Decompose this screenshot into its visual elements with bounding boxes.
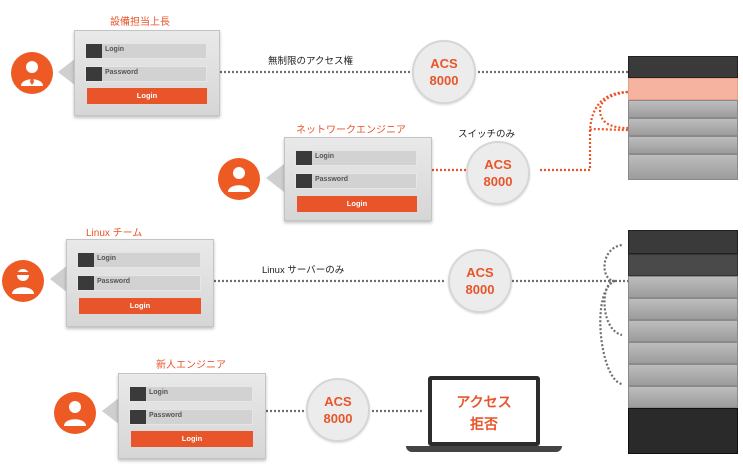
- role-title-manager: 設備担当上長: [110, 17, 170, 28]
- lock-icon: [86, 67, 102, 81]
- login-button[interactable]: Login: [87, 88, 207, 104]
- laptop-icon: アクセス 拒否: [428, 376, 540, 446]
- role-title-new: 新人エンジニア: [156, 360, 226, 371]
- user-icon: [86, 44, 102, 58]
- login-panel-new: Login Password Login: [118, 373, 266, 459]
- login-field[interactable]: Login: [77, 252, 201, 268]
- password-field[interactable]: Password: [77, 275, 201, 291]
- lock-icon: [78, 276, 94, 290]
- lock-icon: [296, 174, 312, 188]
- login-button[interactable]: Login: [297, 196, 417, 212]
- new-avatar-icon: [54, 392, 96, 434]
- label-unrestricted: 無制限のアクセス権: [268, 56, 354, 67]
- password-field[interactable]: Password: [129, 409, 253, 425]
- linux-server-rack: [628, 230, 738, 458]
- login-field[interactable]: Login: [85, 43, 207, 59]
- switch-rack: [628, 56, 738, 186]
- login-panel-manager: Login Password Login: [74, 30, 220, 116]
- lock-icon: [130, 410, 146, 424]
- login-panel-linux: Login Password Login: [66, 239, 214, 327]
- network-avatar-icon: [218, 158, 260, 200]
- role-title-network: ネットワークエンジニア: [296, 125, 406, 136]
- label-linux-only: Linux サーバーのみ: [262, 265, 345, 276]
- user-icon: [78, 253, 94, 267]
- password-field[interactable]: Password: [85, 66, 207, 82]
- password-field[interactable]: Password: [295, 173, 417, 189]
- login-panel-network: Login Password Login: [284, 137, 432, 221]
- login-button[interactable]: Login: [131, 431, 253, 447]
- login-field[interactable]: Login: [295, 150, 417, 166]
- role-title-linux: Linux チーム: [86, 228, 143, 239]
- login-field[interactable]: Login: [129, 386, 253, 402]
- user-icon: [130, 387, 146, 401]
- linux-avatar-icon: [2, 260, 44, 302]
- manager-avatar-icon: [11, 52, 53, 94]
- login-button[interactable]: Login: [79, 298, 201, 314]
- label-switch-only: スイッチのみ: [458, 129, 516, 140]
- access-denied-screen: アクセス 拒否: [432, 380, 536, 442]
- user-icon: [296, 151, 312, 165]
